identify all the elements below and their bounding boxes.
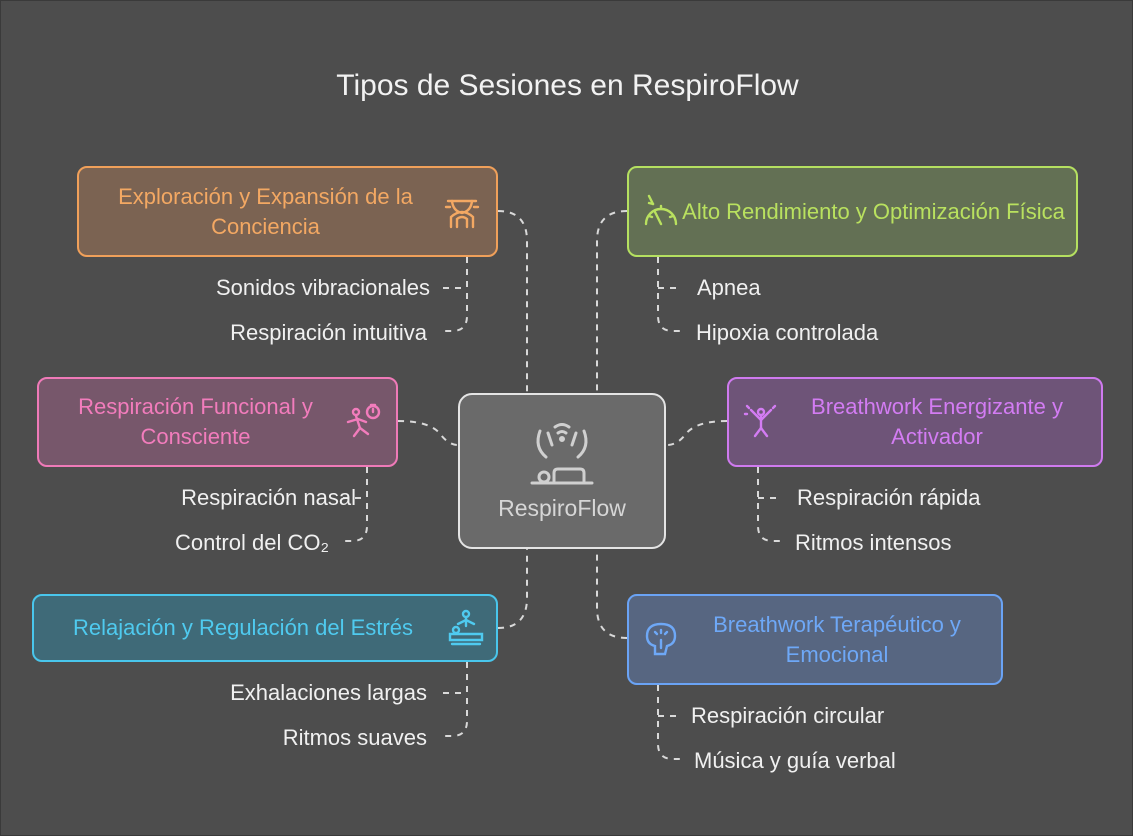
connector-funcional (397, 420, 459, 446)
branch-label: Respiración Funcional y Consciente (78, 394, 313, 449)
leaf-connector-exploracion (443, 257, 468, 332)
leaf-connector-terapeutico (657, 685, 681, 760)
leaf-item: Hipoxia controlada (696, 320, 879, 345)
leaf-item: Sonidos vibracionales (215, 275, 430, 300)
branch-label: Alto Rendimiento y Optimización Física (682, 198, 1065, 224)
leaf-connector-funcional (343, 467, 368, 542)
leaf-item: Ritmos suaves (282, 725, 427, 750)
leaf-item: Ritmos intensos (795, 530, 952, 555)
branch-terapeutico[interactable]: Breathwork Terapéutico y Emocional (627, 594, 1003, 685)
breathing-person-icon (530, 423, 594, 485)
diagram-title: Tipos de Sesiones en RespiroFlow (336, 69, 799, 102)
center-label: RespiroFlow (498, 495, 626, 521)
connector-exploracion (497, 210, 528, 393)
speed-gauge-icon (641, 192, 681, 232)
leaf-connector-alto-rendimiento (657, 257, 681, 332)
leaf-item: Exhalaciones largas (230, 680, 427, 705)
branch-alto-rendimiento[interactable]: Alto Rendimiento y Optimización Física (627, 166, 1078, 257)
leaf-item: Respiración nasal (181, 485, 356, 510)
branch-energizante[interactable]: Breathwork Energizante y Activador (727, 377, 1103, 467)
center-node: RespiroFlow (458, 393, 666, 549)
connector-terapeutico (596, 549, 628, 639)
leaf-item: Control del CO₂ (174, 530, 329, 555)
massage-person-icon (446, 608, 486, 648)
running-timer-icon (342, 402, 382, 442)
thought-head-icon (641, 620, 681, 660)
leaf-connector-energizante (757, 467, 781, 542)
connector-relajacion (497, 549, 528, 629)
branch-label: Relajación y Regulación del Estrés (73, 615, 413, 640)
connector-alto-rendimiento (596, 210, 628, 393)
leaf-connector-relajacion (443, 662, 468, 737)
meditation-head-icon (442, 192, 482, 232)
branch-label: Breathwork Energizante y Activador (811, 394, 1063, 449)
connector-energizante (666, 420, 728, 446)
branch-label: Breathwork Terapéutico y Emocional (713, 611, 961, 667)
leaf-item: Respiración intuitiva (230, 320, 427, 345)
branch-exploracion[interactable]: Exploración y Expansión de la Conciencia (77, 166, 498, 257)
leaf-item: Música y guía verbal (694, 748, 896, 773)
branch-label: Exploración y Expansión de la Conciencia (118, 183, 413, 239)
jumping-person-icon (741, 402, 781, 442)
branch-relajacion[interactable]: Relajación y Regulación del Estrés (32, 594, 498, 662)
branch-funcional[interactable]: Respiración Funcional y Consciente (37, 377, 398, 467)
leaf-item: Respiración rápida (797, 485, 981, 510)
leaf-item: Apnea (697, 275, 761, 300)
leaf-item: Respiración circular (691, 703, 885, 728)
